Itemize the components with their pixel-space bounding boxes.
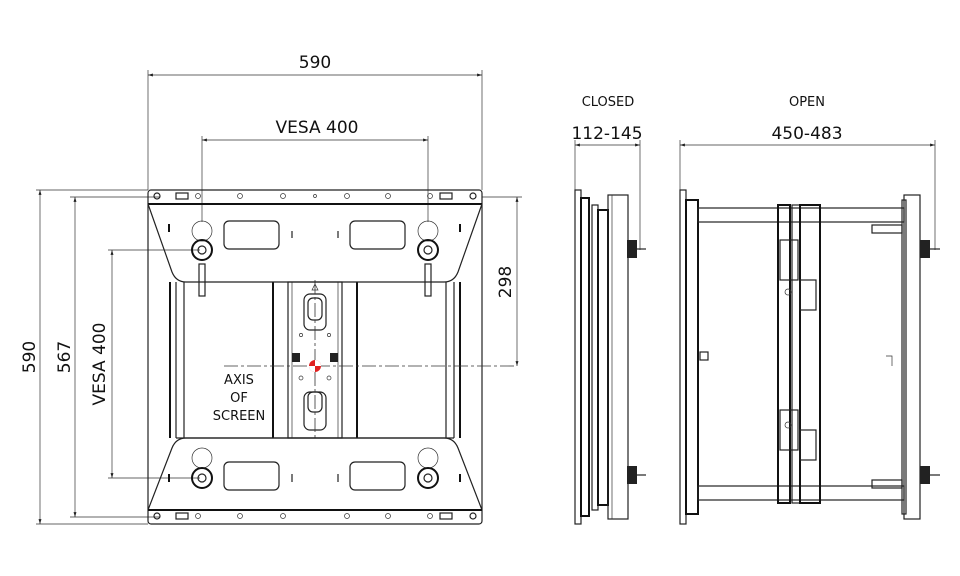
width-label: 590: [299, 53, 331, 73]
closed-depth-label: 112-145: [571, 124, 642, 144]
open-title: OPEN: [789, 95, 825, 110]
axis-offset-label: 298: [496, 266, 516, 298]
dimension-inner-height: 567: [55, 196, 160, 518]
dimension-height: 590: [20, 189, 148, 525]
dimension-width: 590: [147, 53, 483, 190]
vesa-h-label: VESA 400: [276, 118, 359, 138]
axis-label-line2: OF: [230, 391, 248, 406]
inner-height-label: 567: [55, 341, 75, 373]
axis-label-line1: AXIS: [224, 373, 254, 388]
vesa-v-label: VESA 400: [90, 323, 110, 406]
axis-label-line3: SCREEN: [213, 409, 266, 424]
open-side-view: OPEN 450-483: [679, 95, 940, 525]
dimension-axis-offset: 298: [482, 196, 522, 366]
axis-marker: [309, 360, 321, 372]
height-label: 590: [20, 341, 40, 373]
front-view-mount: AXIS OF SCREEN: [147, 189, 517, 525]
vesa-bolts: [168, 220, 461, 489]
closed-side-view: CLOSED 112-145: [571, 95, 646, 525]
dimension-vesa-vertical: VESA 400: [90, 249, 200, 479]
dimension-vesa-horizontal: VESA 400: [201, 118, 429, 222]
closed-title: CLOSED: [582, 95, 635, 110]
top-bar-holes: [153, 192, 477, 520]
open-depth-label: 450-483: [771, 124, 842, 144]
